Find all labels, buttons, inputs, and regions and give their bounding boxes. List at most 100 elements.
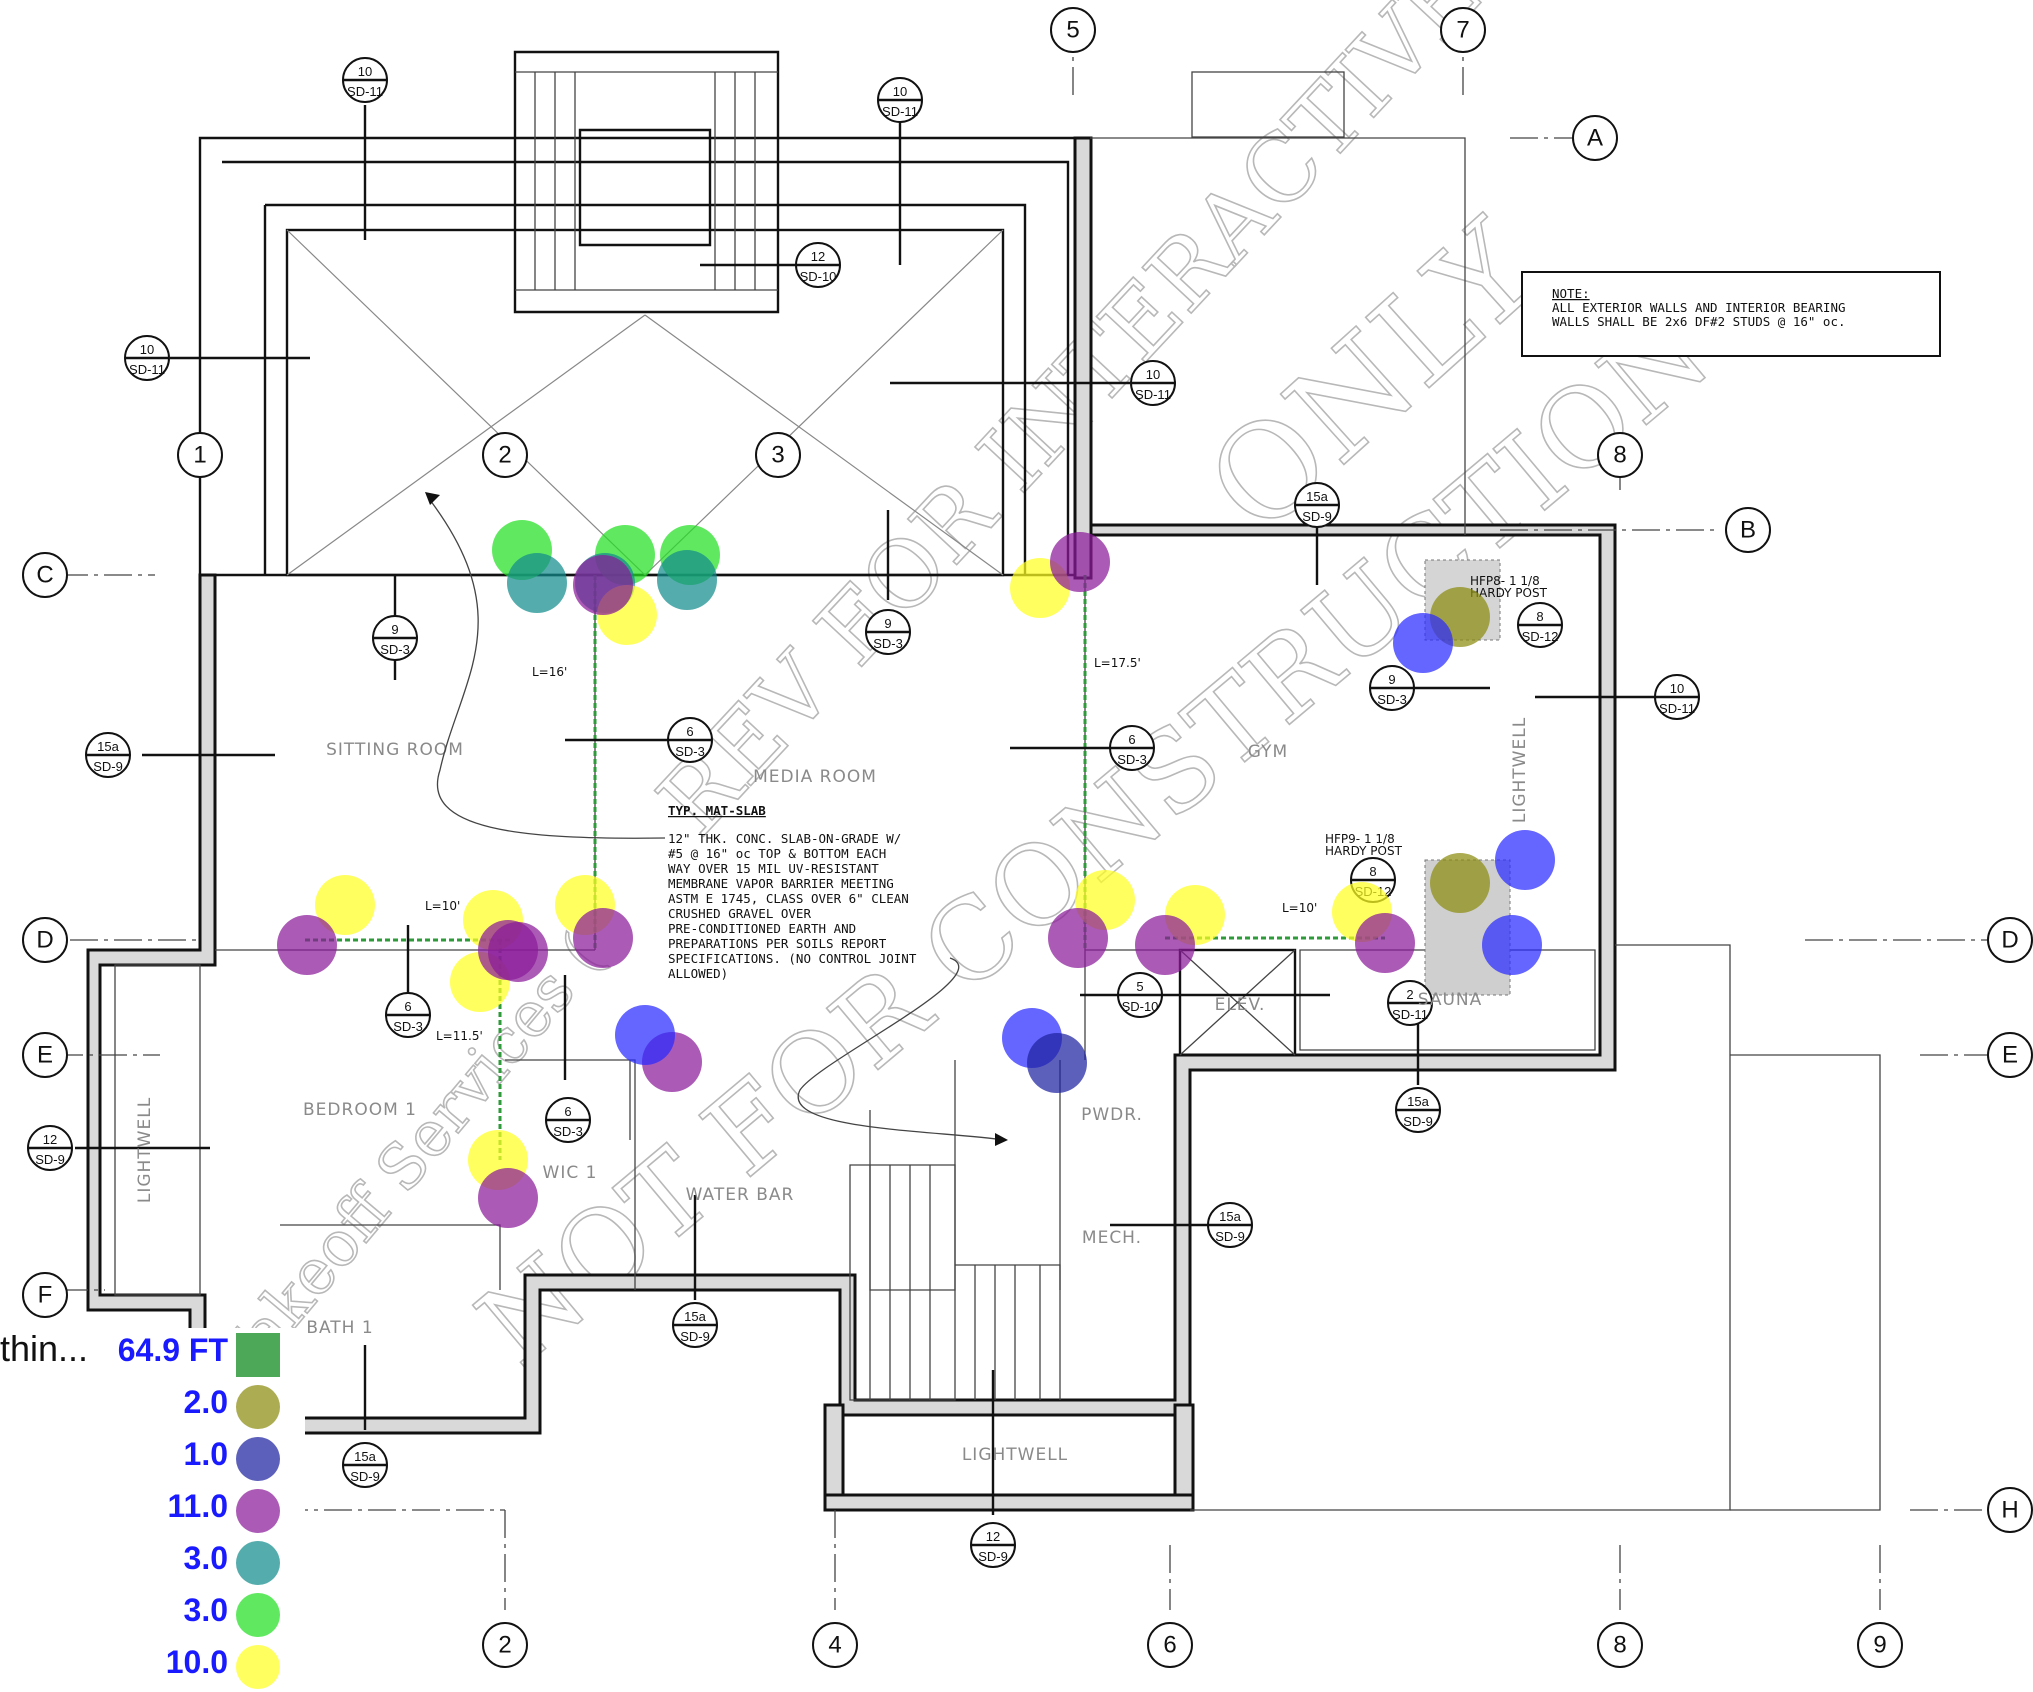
marker-yellow[interactable] — [315, 875, 375, 935]
legend-name: thin... — [0, 1328, 89, 1369]
svg-text:2: 2 — [498, 442, 511, 469]
marker-teal[interactable] — [657, 550, 717, 610]
slab-callout-line: PRE-CONDITIONED EARTH AND — [668, 921, 856, 936]
grid-system: 1 2 3 5 7 8 A B C D D E E F H 2 4 6 8 9 — [22, 7, 2033, 1668]
svg-text:6: 6 — [404, 999, 411, 1014]
marker-blue[interactable] — [615, 1005, 675, 1065]
svg-text:E: E — [37, 1042, 53, 1069]
upper-deck-inner — [222, 160, 1070, 575]
room-pwdr: PWDR. — [1081, 1105, 1143, 1125]
svg-text:15a: 15a — [1407, 1094, 1429, 1109]
hardy-post-label-2: HARDY POST — [1325, 844, 1403, 858]
stair-edges-top — [515, 71, 778, 291]
svg-text:7: 7 — [1456, 17, 1469, 44]
legend-row[interactable]: thin... 64.9 FT — [0, 1328, 300, 1380]
grid-bubble-2-bottom: 2 — [482, 1622, 528, 1668]
svg-text:SD-12: SD-12 — [1522, 629, 1559, 644]
svg-text:F: F — [38, 1282, 53, 1309]
annex-lower-right — [1730, 1054, 1881, 1511]
legend-swatch-olive — [236, 1385, 280, 1429]
slab-callout-line: SPECIFICATIONS. (NO CONTROL JOINT — [668, 951, 917, 966]
marker-purple[interactable] — [1048, 908, 1108, 968]
slab-callout-line: PREPARATIONS PER SOILS REPORT — [668, 936, 887, 951]
section-ref-9-sd3-b: 9SD-3 — [865, 609, 911, 655]
slab-callout-line: ALLOWED) — [668, 966, 728, 981]
legend-swatch-green-line — [236, 1333, 280, 1377]
marker-olive[interactable] — [1430, 853, 1490, 913]
svg-text:SD-11: SD-11 — [882, 104, 918, 119]
dim-l115: L=11.5' — [436, 1029, 483, 1043]
grid-bubble-D-right: D — [1987, 917, 2033, 963]
legend-value: 3.0 — [183, 1592, 228, 1628]
marker-blue[interactable] — [1482, 915, 1542, 975]
svg-text:SD-10: SD-10 — [800, 269, 837, 284]
marker-navy[interactable] — [1027, 1033, 1087, 1093]
svg-text:8: 8 — [1536, 609, 1543, 624]
dim-l16: L=16' — [532, 665, 567, 679]
marker-purple[interactable] — [573, 555, 633, 615]
room-lightwell-bottom: LIGHTWELL — [962, 1445, 1068, 1465]
room-labels: SITTING ROOM MEDIA ROOM GYM BEDROOM 1 WI… — [135, 717, 1530, 1465]
svg-text:SD-9: SD-9 — [1302, 509, 1332, 524]
svg-text:SD-9: SD-9 — [978, 1549, 1008, 1564]
takeoff-markers — [277, 520, 1555, 1228]
marker-purple[interactable] — [277, 915, 337, 975]
marker-blue[interactable] — [1495, 830, 1555, 890]
slab-callout-line: CRUSHED GRAVEL OVER — [668, 906, 811, 921]
note-heading: NOTE: — [1552, 286, 1590, 301]
room-bath-1: BATH 1 — [306, 1318, 373, 1338]
marker-purple[interactable] — [488, 922, 548, 982]
annex-lower-outline — [1190, 944, 1731, 1511]
svg-text:9: 9 — [391, 622, 398, 637]
grid-bubble-9: 9 — [1857, 1622, 1903, 1668]
slab-callout: TYP. MAT-SLAB 12" THK. CONC. SLAB-ON-GRA… — [425, 492, 1008, 1146]
svg-text:B: B — [1740, 517, 1756, 544]
svg-text:9: 9 — [884, 616, 891, 631]
legend-row[interactable]: 11.0 — [0, 1484, 300, 1536]
legend-row[interactable]: 3.0 — [0, 1536, 300, 1588]
grid-bubble-1: 1 — [177, 432, 223, 478]
slab-leader-arrow — [995, 1133, 1008, 1146]
section-ref-2-sd11: 2SD-11 — [1387, 980, 1433, 1026]
lightwell-left-box — [114, 964, 201, 1296]
general-note: NOTE: ALL EXTERIOR WALLS AND INTERIOR BE… — [1521, 271, 1941, 357]
section-cut-lines — [75, 105, 1680, 1515]
section-ref-9-sd3-a: 9SD-3 — [372, 615, 418, 661]
marker-purple[interactable] — [1135, 915, 1195, 975]
svg-text:15a: 15a — [354, 1449, 376, 1464]
legend-value: 64.9 FT — [117, 1332, 228, 1368]
lightwell-wall-bottom — [823, 1493, 1195, 1512]
marker-blue[interactable] — [1393, 613, 1453, 673]
svg-text:12: 12 — [986, 1529, 1000, 1544]
legend-row[interactable]: 2.0 — [0, 1380, 300, 1432]
room-lightwell-left: LIGHTWELL — [135, 1097, 155, 1203]
legend-row[interactable]: 10.0 — [0, 1640, 300, 1692]
legend-value: 3.0 — [183, 1540, 228, 1576]
svg-text:10: 10 — [893, 84, 907, 99]
legend-row[interactable]: 3.0 — [0, 1588, 300, 1640]
legend-row[interactable]: 1.0 — [0, 1432, 300, 1484]
marker-purple[interactable] — [478, 1168, 538, 1228]
marker-purple[interactable] — [1050, 532, 1110, 592]
grid-bubble-A: A — [1572, 115, 1618, 161]
svg-text:1: 1 — [193, 442, 206, 469]
svg-text:15a: 15a — [1219, 1209, 1241, 1224]
legend-value: 10.0 — [165, 1644, 228, 1680]
svg-text:SD-9: SD-9 — [93, 759, 123, 774]
room-mech: MECH. — [1082, 1228, 1142, 1248]
svg-text:SD-3: SD-3 — [380, 642, 410, 657]
marker-purple[interactable] — [573, 908, 633, 968]
slab-callout-line: 12" THK. CONC. SLAB-ON-GRADE W/ — [668, 831, 901, 846]
marker-teal[interactable] — [507, 553, 567, 613]
upper-wall-right — [1073, 136, 1093, 580]
grid-bubble-H: H — [1987, 1487, 2033, 1533]
svg-text:SD-9: SD-9 — [35, 1152, 65, 1167]
walls — [86, 50, 1881, 1512]
svg-text:5: 5 — [1066, 17, 1079, 44]
marker-purple[interactable] — [1355, 913, 1415, 973]
